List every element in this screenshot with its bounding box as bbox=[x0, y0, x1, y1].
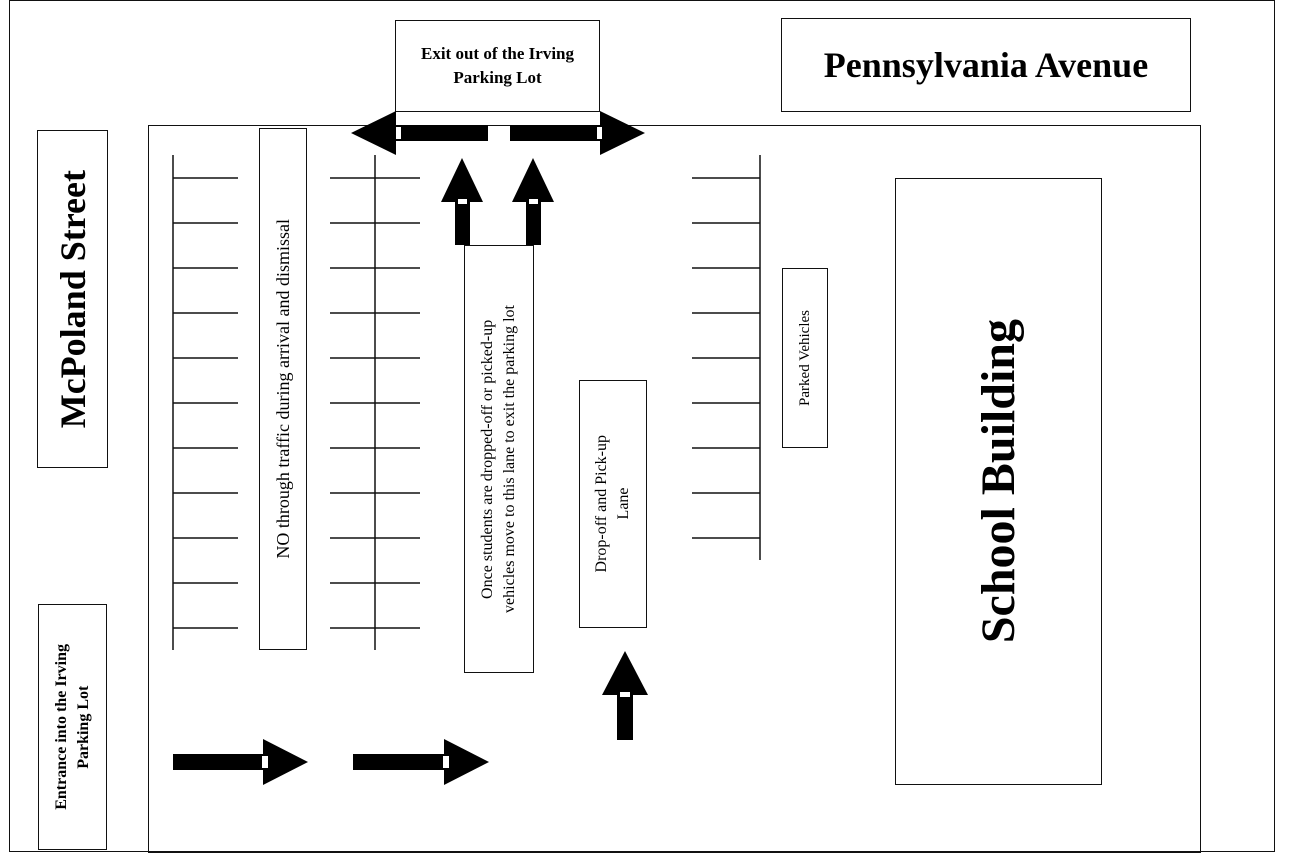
parking-lot-outline bbox=[148, 125, 1201, 853]
entrance-arrow-1 bbox=[173, 739, 308, 785]
entrance-label-box: Entrance into the Irving Parking Lot bbox=[38, 604, 107, 850]
left-parking-stalls bbox=[172, 155, 238, 650]
entrance-arrow-2 bbox=[353, 739, 489, 785]
pennsylvania-avenue-label-box: Pennsylvania Avenue bbox=[781, 18, 1191, 112]
exit-lane-up-arrow-right bbox=[512, 158, 554, 245]
diagram-frame bbox=[9, 0, 1275, 852]
parked-vehicles-box: Parked Vehicles bbox=[782, 268, 828, 448]
no-through-traffic-box: NO through traffic during arrival and di… bbox=[259, 128, 307, 650]
dropoff-up-arrow bbox=[602, 651, 648, 740]
mcpoland-street-label-box: McPoland Street bbox=[37, 130, 108, 468]
exit-label-box: Exit out of the Irving Parking Lot bbox=[395, 20, 600, 112]
exit-lane-up-arrow-left bbox=[441, 158, 483, 245]
exit-left-arrow bbox=[351, 111, 488, 155]
right-parking-stalls bbox=[692, 155, 761, 560]
pennsylvania-avenue-label: Pennsylvania Avenue bbox=[823, 45, 1149, 85]
school-building-box: School Building bbox=[895, 178, 1102, 785]
exit-label-line2: Parking Lot bbox=[453, 68, 542, 87]
middle-parking-stalls bbox=[330, 155, 420, 650]
exit-right-arrow bbox=[510, 111, 645, 155]
exit-label-line1: Exit out of the Irving bbox=[421, 44, 574, 63]
dropoff-lane-box: Drop-off and Pick-up Lane bbox=[579, 380, 647, 628]
exit-lane-info-box: Once students are dropped-off or picked-… bbox=[464, 245, 534, 673]
